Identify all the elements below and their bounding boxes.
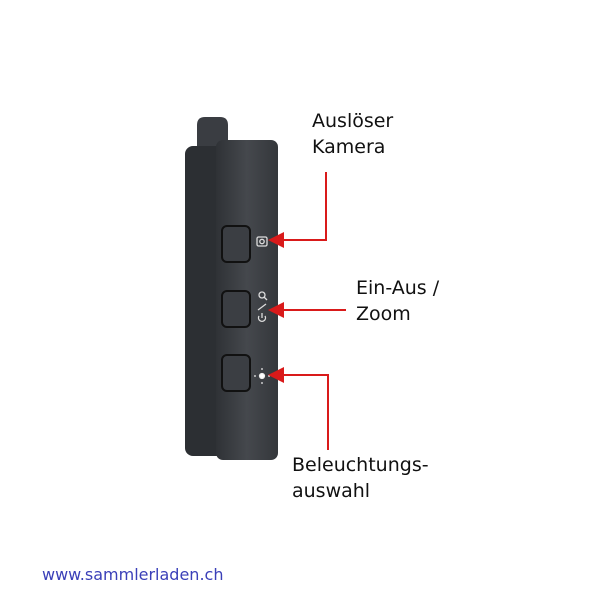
power-zoom-label-line1: Ein-Aus / xyxy=(356,277,440,299)
website-link[interactable]: www.sammlerladen.ch xyxy=(42,565,224,584)
power-zoom-icon xyxy=(257,291,268,322)
light-icon xyxy=(254,368,270,384)
power-zoom-label-line2: Zoom xyxy=(356,303,411,325)
shutter-arrow xyxy=(268,172,327,248)
light-label: Beleuchtungs- auswahl xyxy=(292,452,429,504)
shutter-button[interactable] xyxy=(221,225,251,263)
power-zoom-button[interactable] xyxy=(221,290,251,328)
shutter-label-line1: Auslöser xyxy=(312,110,394,132)
power-zoom-label: Ein-Aus / Zoom xyxy=(356,275,439,327)
device-back-plate xyxy=(185,146,225,456)
shutter-label-line2: Kamera xyxy=(312,136,386,158)
camera-icon xyxy=(256,236,268,247)
light-label-line2: auswahl xyxy=(292,480,371,502)
light-label-line1: Beleuchtungs- xyxy=(292,454,429,476)
shutter-label: Auslöser Kamera xyxy=(312,108,393,160)
light-button[interactable] xyxy=(221,354,251,392)
light-arrow xyxy=(268,367,329,450)
